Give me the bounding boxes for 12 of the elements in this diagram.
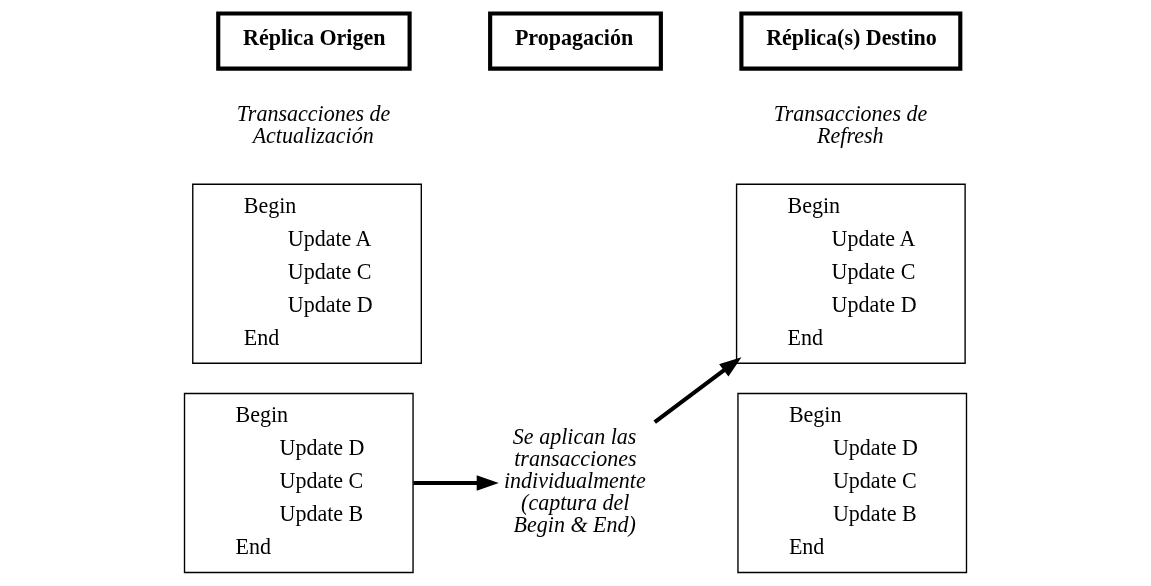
node-text: Se aplican las transacciones individualmente (captura del Begin & End) xyxy=(503,424,646,538)
label: Transacciones de Actualización xyxy=(236,100,391,148)
node-box: Begin Update D Update C Update B End xyxy=(737,392,968,574)
node-box: Réplica(s) Destino xyxy=(739,11,963,71)
label: Transacciones de Refresh xyxy=(773,100,928,148)
node-box: Begin Update A Update C Update D End xyxy=(192,183,422,364)
node-box: Réplica Origen xyxy=(216,11,412,71)
node-box: Begin Update D Update C Update B End xyxy=(183,392,414,574)
arrow xyxy=(653,357,742,424)
node-box: Propagación xyxy=(488,11,663,71)
node-box: Begin Update A Update C Update D End xyxy=(735,183,966,364)
arrow xyxy=(413,475,499,491)
